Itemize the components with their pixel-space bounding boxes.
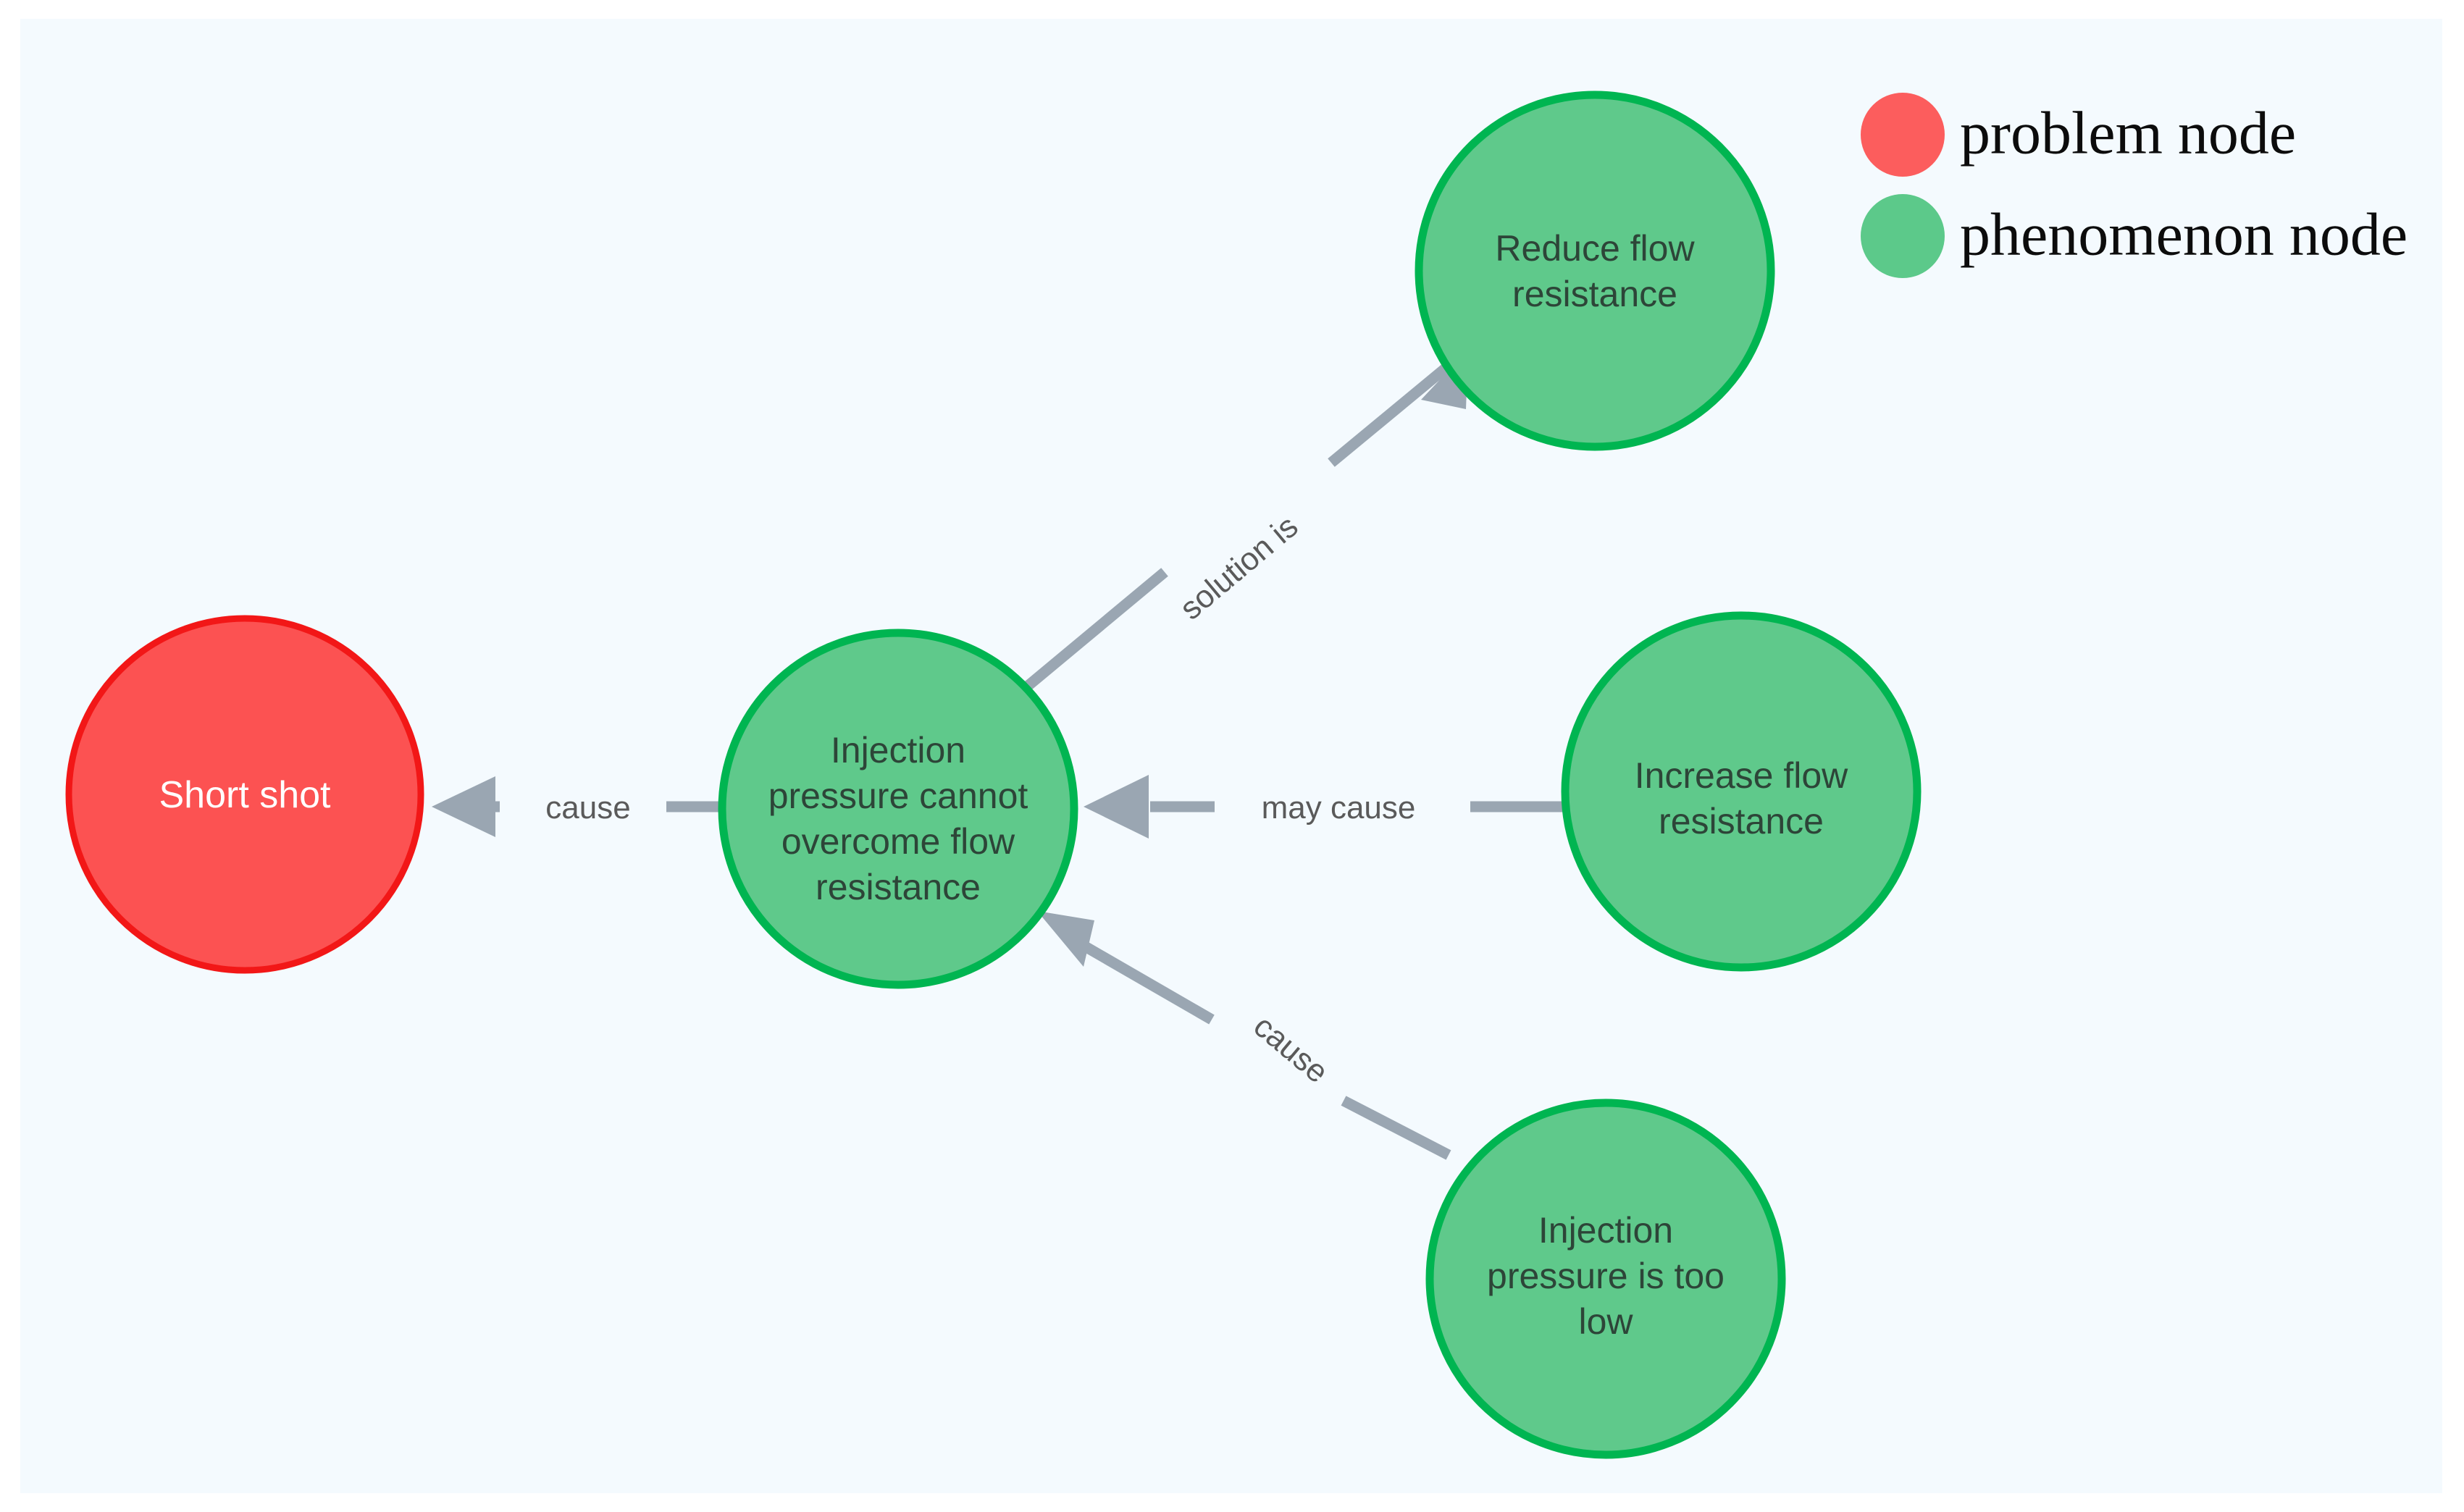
node-label: Injection: [831, 730, 965, 770]
node-label: low: [1578, 1301, 1633, 1342]
edge-label: may cause: [1262, 790, 1416, 826]
node-increase-flow-resistance[interactable]: Increase flow resistance: [1561, 611, 1922, 972]
node-label: pressure is too: [1487, 1256, 1725, 1296]
edge-cause-short-shot[interactable]: cause: [432, 776, 722, 837]
edge-line: [1341, 1096, 1451, 1160]
diagram-background-panel: [20, 19, 2442, 1493]
node-label: resistance: [816, 867, 981, 907]
legend-swatch-icon: [1861, 93, 1945, 177]
node-short-shot[interactable]: Short shot: [65, 615, 424, 974]
node-label: Injection: [1538, 1210, 1673, 1251]
edge-may-cause[interactable]: may cause: [1084, 775, 1564, 839]
node-circle: [1425, 1099, 1786, 1459]
legend: problem node phenomenon node: [1861, 93, 2408, 278]
node-label: Short shot: [159, 774, 331, 816]
node-label: Reduce flow: [1495, 228, 1695, 269]
node-label: overcome flow: [781, 821, 1015, 862]
edge-label: solution is: [1173, 508, 1304, 626]
node-pressure-too-low[interactable]: Injection pressure is too low: [1425, 1099, 1786, 1459]
legend-item-phenomenon-node[interactable]: phenomenon node: [1861, 194, 2408, 278]
edge-line: [1328, 361, 1452, 467]
edge-label: cause: [545, 790, 630, 826]
legend-item-problem-node[interactable]: problem node: [1861, 93, 2296, 177]
legend-label: phenomenon node: [1960, 201, 2408, 268]
node-circle: [1415, 91, 1775, 451]
node-label: resistance: [1512, 274, 1677, 314]
edge-solution-is[interactable]: solution is: [1023, 350, 1468, 692]
legend-label: problem node: [1960, 99, 2296, 167]
edge-label: cause: [1247, 1008, 1335, 1090]
node-label: Increase flow: [1635, 755, 1848, 796]
node-reduce-flow-resistance[interactable]: Reduce flow resistance: [1415, 91, 1775, 451]
node-circle: [1561, 611, 1922, 972]
arrowhead-icon: [1037, 911, 1094, 967]
node-pressure-cannot-overcome[interactable]: Injection pressure cannot overcome flow …: [718, 629, 1078, 989]
node-circle: [65, 615, 424, 974]
node-circle: [718, 629, 1078, 989]
arrowhead-icon: [1084, 775, 1149, 839]
edge-line: [1023, 568, 1168, 692]
node-label: resistance: [1659, 801, 1824, 841]
node-label: pressure cannot: [768, 776, 1028, 816]
edge-cause-pressure-low[interactable]: cause: [1037, 911, 1451, 1160]
legend-swatch-icon: [1861, 194, 1945, 278]
edge-line: [1078, 939, 1215, 1025]
arrowhead-icon: [432, 776, 495, 837]
